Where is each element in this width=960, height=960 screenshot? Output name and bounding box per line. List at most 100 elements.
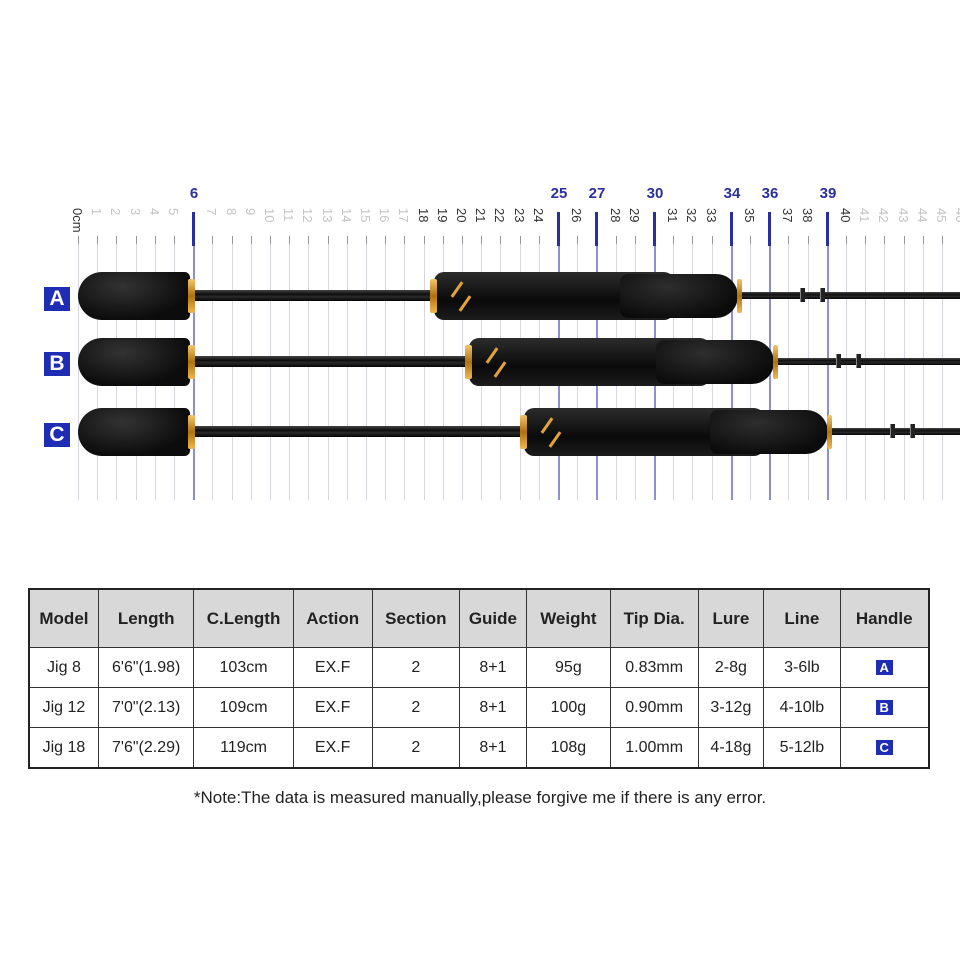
ruler-number: 14 — [339, 208, 354, 223]
ruler-number: 16 — [377, 208, 392, 223]
table-cell: C — [839, 727, 930, 769]
ruler-number: 0cm — [70, 208, 85, 233]
ruler-number: 7 — [204, 208, 219, 216]
ruler-gridline — [347, 238, 348, 500]
table-cell: 1.00mm — [609, 727, 699, 769]
gold-accent — [458, 295, 472, 312]
ruler-highlight-label: 6 — [189, 185, 199, 202]
table-cell: 3-12g — [697, 687, 765, 728]
ruler-tick — [520, 236, 521, 244]
ruler-tick — [289, 236, 290, 244]
gold-accent — [485, 347, 499, 364]
ruler-gridline — [942, 238, 943, 500]
ruler-tick — [347, 236, 348, 244]
rod-guide — [890, 424, 895, 438]
rod-tip-section — [830, 428, 960, 435]
column-header: Model — [28, 588, 99, 648]
ruler-highlight-mark — [730, 212, 733, 246]
ruler-tick — [385, 236, 386, 244]
ruler-tick — [577, 236, 578, 244]
ruler-tick — [404, 236, 405, 244]
handle-badge: B — [875, 699, 893, 715]
ruler-highlight-label: 27 — [588, 185, 606, 202]
table-cell: 8+1 — [458, 687, 527, 728]
column-header: Length — [97, 588, 195, 648]
table-cell: EX.F — [292, 727, 373, 769]
table-cell: 3-6lb — [763, 647, 841, 688]
ruler-tick — [97, 236, 98, 244]
ruler-tick — [308, 236, 309, 244]
table-cell: 8+1 — [458, 727, 527, 769]
gold-ring — [465, 345, 472, 379]
ruler-tick — [712, 236, 713, 244]
ruler-number: 3 — [128, 208, 143, 216]
ruler-tick — [865, 236, 866, 244]
ruler-number: 46 — [953, 208, 960, 223]
ruler-tick — [78, 236, 79, 244]
ruler-number: 21 — [473, 208, 488, 223]
ruler-number: 17 — [396, 208, 411, 223]
ruler-tick — [481, 236, 482, 244]
ruler-number: 18 — [416, 208, 431, 223]
ruler-tick — [884, 236, 885, 244]
rod-blank — [195, 290, 430, 301]
ruler-tick — [635, 236, 636, 244]
ruler-number: 43 — [896, 208, 911, 223]
rod-label-c: C — [44, 423, 70, 447]
ruler-highlight-label: 30 — [646, 185, 664, 202]
ruler-number: 15 — [358, 208, 373, 223]
ruler-highlight-label: 34 — [723, 185, 741, 202]
ruler-gridline — [788, 238, 789, 500]
table-cell: EX.F — [292, 687, 373, 728]
gold-accent — [450, 281, 464, 298]
ruler-gridline — [289, 238, 290, 500]
ruler-number: 32 — [684, 208, 699, 223]
gold-accent — [540, 417, 554, 434]
rod-blank — [195, 356, 465, 367]
gold-ring — [520, 415, 527, 449]
table-cell: 119cm — [193, 727, 294, 769]
table-cell: 2 — [371, 647, 460, 688]
ruler-number: 22 — [492, 208, 507, 223]
butt-cap — [78, 338, 190, 386]
ruler-gridline — [443, 238, 444, 500]
table-cell: 2-8g — [697, 647, 765, 688]
ruler-number: 1 — [89, 208, 104, 216]
table-cell: 2 — [371, 687, 460, 728]
fishing-rod-b — [0, 332, 960, 392]
ruler-gridline — [808, 238, 809, 500]
column-header: C.Length — [193, 588, 294, 648]
ruler-tick — [788, 236, 789, 244]
ruler-highlight-mark — [192, 212, 195, 246]
table-cell: Jig 18 — [28, 727, 99, 769]
ruler-number: 28 — [608, 208, 623, 223]
table-cell: Jig 12 — [28, 687, 99, 728]
ruler-number: 23 — [512, 208, 527, 223]
ruler-gridline — [308, 238, 309, 500]
ruler-number: 41 — [857, 208, 872, 223]
ruler-tick — [904, 236, 905, 244]
ruler-tick — [270, 236, 271, 244]
fishing-rod-c — [0, 402, 960, 462]
ruler-tick — [212, 236, 213, 244]
ruler-number: 40 — [838, 208, 853, 223]
ruler-number: 37 — [780, 208, 795, 223]
rod-tip-section — [776, 358, 960, 365]
ruler-tick — [251, 236, 252, 244]
ruler-gridline — [904, 238, 905, 500]
ruler-number: 19 — [435, 208, 450, 223]
ruler-highlight-mark — [768, 212, 771, 246]
ruler-tick — [539, 236, 540, 244]
table-cell: 0.83mm — [609, 647, 699, 688]
ruler-number: 42 — [876, 208, 891, 223]
ruler-gridline — [424, 238, 425, 500]
ruler-gridline — [251, 238, 252, 500]
ruler-number: 13 — [320, 208, 335, 223]
ruler-tick — [232, 236, 233, 244]
ruler-gridline — [385, 238, 386, 500]
ruler-tick — [673, 236, 674, 244]
